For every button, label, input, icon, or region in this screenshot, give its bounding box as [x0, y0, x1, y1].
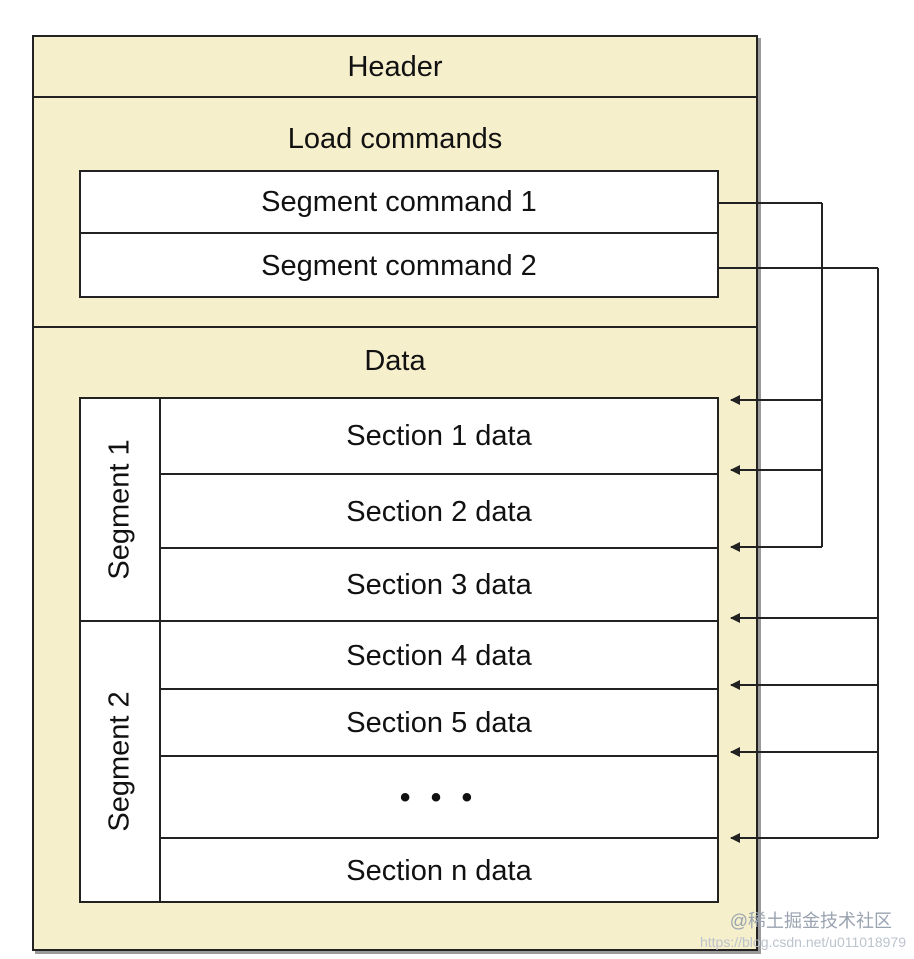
watermark-text: @稀土掘金技术社区	[729, 911, 892, 931]
header-divider	[34, 96, 756, 98]
sections-column: Section 1 data Section 2 data Section 3 …	[161, 399, 717, 901]
section-5-data: Section 5 data	[161, 688, 717, 757]
load-commands-title: Load commands	[287, 123, 503, 155]
watermark-url: https://blog.csdn.net/u011018979	[699, 934, 906, 950]
load-commands-divider	[34, 326, 756, 328]
segment-divider	[81, 620, 161, 622]
data-box: Segment 1 Segment 2 Section 1 data Secti…	[79, 397, 719, 903]
macho-file-frame: Header Load commands Segment command 1 S…	[32, 35, 758, 951]
section-4-data: Section 4 data	[161, 620, 717, 690]
segment-column-divider	[159, 399, 161, 901]
section-1-data: Section 1 data	[346, 419, 532, 452]
ellipsis-row: • • •	[161, 755, 717, 839]
load-commands-box: Segment command 1 Segment command 2	[79, 170, 719, 298]
section-n-data: Section n data	[161, 837, 717, 903]
section-2-data: Section 2 data	[161, 473, 717, 549]
header-label: Header	[347, 51, 443, 83]
segment-command-2-connector	[717, 267, 879, 843]
section-3-data: Section 3 data	[161, 547, 717, 622]
segment-command-2: Segment command 2	[81, 232, 717, 298]
data-title: Data	[364, 345, 426, 377]
segment-command-1-connector	[717, 202, 823, 552]
segment-command-1: Segment command 1	[261, 185, 537, 218]
